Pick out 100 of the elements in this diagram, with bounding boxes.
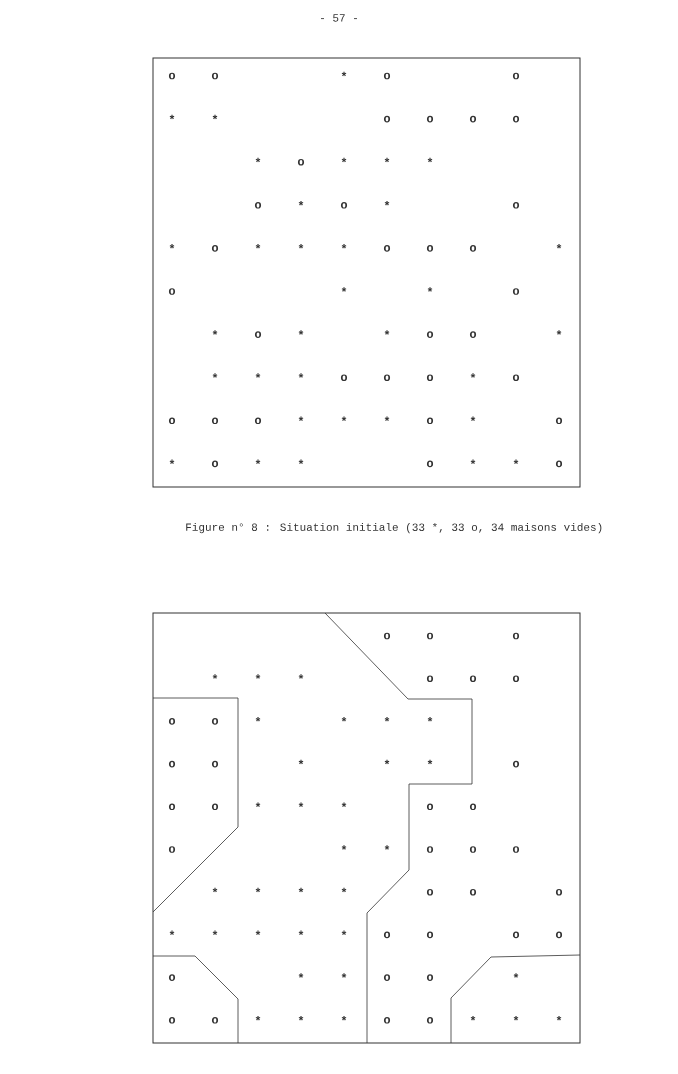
cell-symbol: o — [168, 1017, 176, 1024]
cell-symbol: o — [211, 460, 219, 468]
cell-symbol: o — [426, 803, 434, 811]
cell-symbol: o — [340, 374, 348, 381]
cell-symbol: * — [298, 973, 304, 978]
cell-symbol: o — [426, 115, 434, 123]
cell-symbol: o — [426, 632, 434, 640]
cell-symbol: * — [341, 287, 347, 292]
cell-symbol: o — [512, 288, 520, 295]
cell-symbol: * — [470, 1015, 476, 1021]
cell-symbol: * — [427, 287, 433, 292]
cell-symbol: o — [383, 1017, 391, 1024]
cell-symbol: o — [211, 803, 219, 811]
cell-symbol: * — [427, 717, 433, 722]
cell-symbol: * — [513, 1015, 519, 1021]
cell-symbol: o — [512, 72, 520, 80]
cell-symbol: o — [168, 974, 176, 981]
cell-symbol: o — [383, 115, 391, 123]
cell-symbol: o — [211, 417, 219, 425]
cell-symbol: o — [555, 888, 563, 896]
cell-symbol: * — [341, 157, 347, 163]
cell-symbol: o — [469, 245, 477, 252]
cell-symbol: * — [255, 717, 261, 722]
cell-symbol: o — [211, 718, 219, 725]
cell-symbol: o — [211, 760, 219, 768]
cell-symbol: * — [298, 1015, 304, 1021]
cell-symbol: * — [341, 1015, 347, 1021]
cell-symbol: * — [341, 973, 347, 978]
cell-symbol: * — [298, 373, 304, 378]
figure-caption: Figure n° 8 : Situation initiale (33 *, 33 o, 34 maisons vides) — [186, 522, 602, 534]
cell-symbol: o — [168, 288, 176, 295]
cell-symbol: * — [255, 157, 261, 163]
cell-symbol: * — [513, 973, 519, 978]
cell-symbol: o — [555, 417, 563, 425]
cell-symbol: o — [512, 675, 520, 682]
cell-symbol: o — [168, 803, 176, 811]
cell-symbol: o — [340, 202, 348, 209]
cell-symbol: o — [168, 417, 176, 425]
cell-symbol: * — [470, 459, 476, 465]
cell-symbol: * — [298, 200, 304, 206]
cell-symbol: * — [255, 373, 261, 378]
cell-symbol: o — [512, 374, 520, 381]
cell-symbol: o — [469, 115, 477, 123]
cell-symbol: * — [384, 330, 390, 335]
cell-symbol: * — [556, 244, 562, 249]
cell-symbol: * — [384, 416, 390, 421]
cell-symbol: * — [298, 887, 304, 893]
cell-symbol: o — [383, 632, 391, 640]
cell-symbol: * — [169, 114, 175, 120]
cell-symbol: o — [426, 374, 434, 381]
cell-symbol: o — [426, 931, 434, 939]
cell-symbol: o — [512, 632, 520, 640]
cell-symbol: o — [254, 331, 262, 338]
cell-symbol: * — [212, 114, 218, 120]
cell-symbol: o — [426, 331, 434, 338]
cell-symbol: * — [470, 416, 476, 421]
cell-symbol: o — [383, 374, 391, 381]
cell-symbol: * — [298, 459, 304, 465]
cell-symbol: o — [426, 245, 434, 252]
cell-symbol: * — [169, 244, 175, 249]
cell-symbol: o — [555, 460, 563, 468]
cell-symbol: o — [426, 974, 434, 981]
cell-symbol: o — [211, 245, 219, 252]
cell-symbol: o — [297, 158, 305, 166]
cell-symbol: * — [384, 717, 390, 722]
cell-symbol: o — [512, 202, 520, 209]
cell-symbol: o — [555, 931, 563, 939]
cell-symbol: o — [383, 72, 391, 80]
cell-symbol: * — [212, 674, 218, 679]
cell-symbol: o — [469, 675, 477, 682]
cell-symbol: o — [512, 931, 520, 939]
cell-symbol: * — [212, 330, 218, 335]
cell-symbol: * — [470, 373, 476, 378]
cell-symbol: * — [298, 330, 304, 335]
cell-symbol: * — [556, 330, 562, 335]
cell-symbol: * — [212, 887, 218, 893]
cell-symbol: o — [168, 846, 176, 853]
cell-symbol: o — [426, 675, 434, 682]
cell-symbol: * — [384, 200, 390, 206]
cell-symbol: o — [211, 1017, 219, 1024]
cell-symbol: o — [426, 846, 434, 853]
cell-symbol: * — [298, 802, 304, 807]
cell-symbol: * — [341, 802, 347, 807]
cell-symbol: o — [211, 72, 219, 80]
cell-symbol: * — [341, 416, 347, 421]
cell-symbol: o — [254, 417, 262, 425]
cell-symbol: o — [469, 846, 477, 853]
cell-symbol: * — [298, 416, 304, 421]
cell-symbol: o — [383, 931, 391, 939]
cell-symbol: * — [341, 930, 347, 936]
cell-symbol: * — [212, 930, 218, 936]
cell-symbol: * — [255, 802, 261, 807]
page-number: - 57 - — [321, 14, 357, 22]
cell-symbol: o — [383, 974, 391, 981]
cell-symbol: o — [168, 72, 176, 80]
cell-symbol: * — [384, 845, 390, 850]
cell-symbol: * — [513, 459, 519, 465]
cell-symbol: * — [384, 759, 390, 765]
cell-symbol: * — [255, 930, 261, 936]
cell-symbol: * — [255, 674, 261, 679]
